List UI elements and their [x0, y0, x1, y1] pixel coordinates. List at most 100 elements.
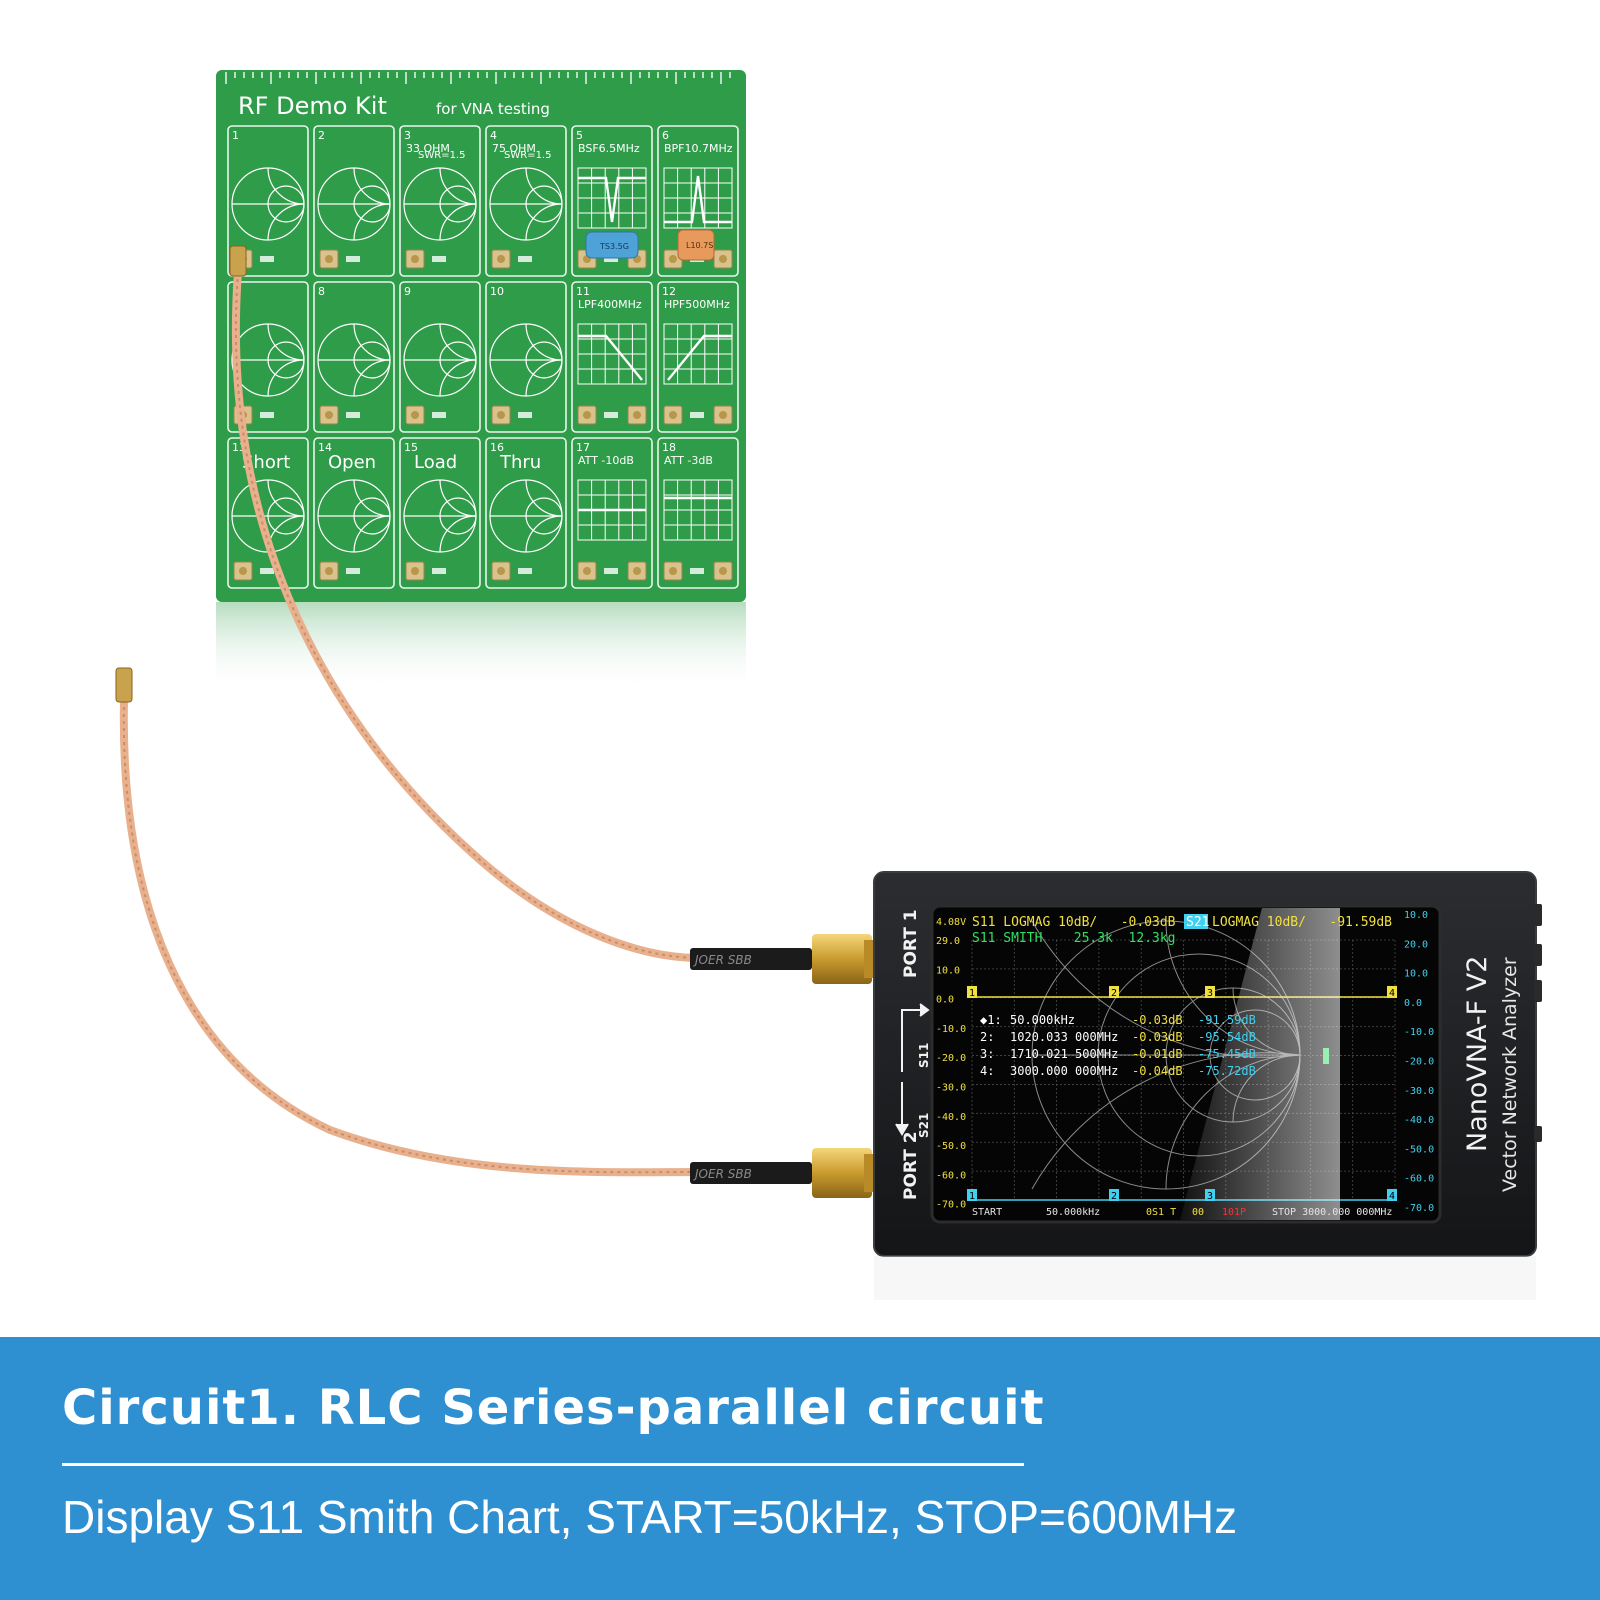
screen-glare [1180, 908, 1340, 1220]
ufl-pad-center [633, 567, 641, 575]
ufl-pad-center [669, 567, 677, 575]
cell-number: 11 [576, 285, 590, 298]
smd-component [518, 256, 532, 262]
right-scale-tick: -50.0 [1404, 1144, 1434, 1155]
left-scale-tick: -50.0 [936, 1141, 966, 1152]
caption-title: Circuit1. RLC Series-parallel circuit [62, 1380, 1045, 1436]
cell-label: LPF400MHz [578, 298, 642, 311]
ufl-connector-free [115, 667, 133, 703]
side-button-1[interactable] [1534, 904, 1542, 926]
cable-print-1: JOER SBB [693, 953, 752, 967]
marker-tag-bottom: 2 [1109, 1189, 1119, 1202]
left-scale-tick: -10.0 [936, 1024, 966, 1035]
cell-label: 75 OHM [492, 142, 536, 155]
smd-component [432, 568, 446, 574]
board-reflection [216, 602, 746, 692]
left-scale-tick: -60.0 [936, 1170, 966, 1181]
cell-number: 9 [404, 285, 411, 298]
ufl-pad-center [239, 567, 247, 575]
board-cell-9: 9 [399, 281, 481, 433]
svg-text:1: 1 [969, 1191, 975, 1202]
smd-component [690, 568, 704, 574]
smd-component [346, 412, 360, 418]
mini-smith-chart [317, 167, 391, 241]
cell-number: 16 [490, 441, 504, 454]
mini-smith-chart [231, 323, 305, 397]
mini-smith-chart [489, 323, 563, 397]
board-subtitle: for VNA testing [436, 100, 550, 118]
port1-label: PORT 1 [901, 909, 921, 978]
footer-mid2: 00 [1192, 1207, 1204, 1218]
right-scale-tick: -40.0 [1404, 1115, 1434, 1126]
marker-tags: 1 1 2 2 3 3 4 4 [967, 986, 1397, 1202]
side-button-3[interactable] [1534, 980, 1542, 1002]
trace1-readout: S11 LOGMAG 10dB/ -0.03dB [972, 915, 1176, 930]
ufl-pad-center [669, 255, 677, 263]
marker-freq: 1020.033 000MHz [1010, 1030, 1118, 1044]
left-scale-tick: 0.0 [936, 995, 954, 1006]
cell-number: 5 [576, 129, 583, 142]
footer-start-value: 50.000kHz [1046, 1207, 1100, 1218]
marker-row: 2:1020.033 000MHz-0.03dB-95.54dB [980, 1030, 1256, 1044]
marker-num: 2: [980, 1030, 994, 1044]
right-scale-tick: -70.0 [1404, 1203, 1434, 1214]
smd-component [346, 568, 360, 574]
port2-label: PORT 2 [901, 1131, 921, 1200]
cell-number: 8 [318, 285, 325, 298]
smd-component [432, 412, 446, 418]
cell-label: Open [328, 452, 376, 473]
marker-tag-bottom: 4 [1387, 1189, 1397, 1202]
marker-row: ◆1:50.000kHz-0.03dB-91.59dB [980, 1013, 1256, 1027]
ufl-pad-center [583, 411, 591, 419]
mini-smith-chart [317, 323, 391, 397]
caption-subtitle: Display S11 Smith Chart, START=50kHz, ST… [62, 1491, 1238, 1543]
footer-stop: STOP 3000.000 000MHz [1272, 1207, 1392, 1218]
mini-smith-chart [231, 167, 305, 241]
caption-banner [0, 1337, 1600, 1600]
marker-tag-top: 1 [967, 986, 977, 999]
board-cell-10: 10 [485, 281, 567, 433]
marker-s21: -95.54dB [1198, 1030, 1256, 1044]
power-switch[interactable] [1534, 1126, 1542, 1142]
mini-smith-chart [489, 167, 563, 241]
cell-label: BSF6.5MHz [578, 142, 640, 155]
cell-number: 12 [662, 285, 676, 298]
svg-text:3: 3 [1207, 988, 1213, 999]
footer-mid: 0S1 T [1146, 1207, 1176, 1218]
mini-smith-chart [403, 479, 477, 553]
marker-tag-top: 2 [1109, 986, 1119, 999]
ufl-connector-board [229, 245, 247, 277]
smd-component [432, 256, 446, 262]
cable-port1 [231, 268, 704, 962]
left-scale-tick: -20.0 [936, 1053, 966, 1064]
right-scale-tick: -30.0 [1404, 1086, 1434, 1097]
lcd-screen[interactable]: 4.08V S11 LOGMAG 10dB/ -0.03dB S11 SMITH… [930, 904, 1442, 1224]
board-cell-2: 2 [313, 125, 395, 277]
marker-tag-top: 4 [1387, 986, 1397, 999]
cell-label: ATT -3dB [664, 454, 713, 467]
marker-tag-bottom: 3 [1205, 1189, 1215, 1202]
ufl-pad-center [325, 411, 333, 419]
right-scale-tick: -20.0 [1404, 1057, 1434, 1068]
marker-freq: 1710.021 500MHz [1010, 1047, 1118, 1061]
side-button-2[interactable] [1534, 944, 1542, 966]
marker-row: 4:3000.000 000MHz-0.04dB-75.72dB [980, 1064, 1256, 1078]
ufl-pad-center [497, 567, 505, 575]
ufl-pad-center [669, 411, 677, 419]
cell-number: 2 [318, 129, 325, 142]
cell-number: 6 [662, 129, 669, 142]
footer-points: 101P [1222, 1207, 1246, 1218]
ufl-pad-center [719, 411, 727, 419]
smd-component [260, 568, 274, 574]
cell-number: 4 [490, 129, 497, 142]
smd-component [260, 256, 274, 262]
smd-component [604, 256, 618, 262]
right-scale-tick: 10.0 [1404, 910, 1428, 921]
model-line-label: Vector Network Analyzer [1499, 957, 1521, 1192]
